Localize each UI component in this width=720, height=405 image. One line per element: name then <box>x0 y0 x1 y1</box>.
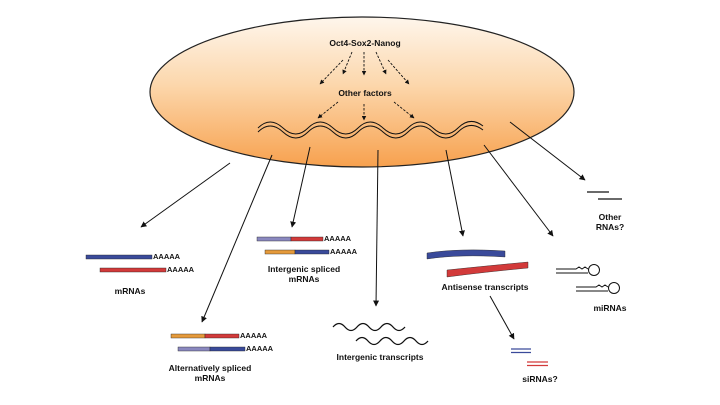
intergenic-transcripts-label: Intergenic transcripts <box>336 352 424 362</box>
intergenic-spliced-label-2: mRNAs <box>288 274 320 284</box>
mirna-hairpins <box>556 264 620 294</box>
other-factors-label: Other factors <box>338 88 392 98</box>
chromatin-dna <box>257 121 484 139</box>
alt-spliced-polya-2: AAAAA <box>246 344 274 353</box>
intergenic-spliced-polya-2: AAAAA <box>330 247 358 256</box>
sirna-duplexes <box>511 348 548 367</box>
intergenic-spliced-label-1: Intergenic spliced <box>267 264 341 274</box>
antisense-ribbons <box>426 249 529 278</box>
output-arrows <box>140 121 586 340</box>
sirnas-label: siRNAs? <box>522 374 558 384</box>
mrna-polya-2: AAAAA <box>167 265 195 274</box>
regulator-arrows <box>319 51 410 85</box>
factor-arrows <box>317 101 415 121</box>
intergenic-spliced-polya-1: AAAAA <box>324 234 352 243</box>
alt-spliced-bars <box>170 333 246 352</box>
other-rnas-label-1: Other <box>598 212 622 222</box>
nucleus-title: Oct4-Sox2-Nanog <box>329 38 401 48</box>
alt-spliced-label-2: mRNAs <box>194 373 226 383</box>
mrnas-label: mRNAs <box>114 286 146 296</box>
other-rnas-label-2: RNAs? <box>595 222 625 232</box>
intergenic-transcript-waves <box>332 322 429 346</box>
alt-spliced-label-1: Alternatively spliced <box>168 363 252 373</box>
mirnas-label: miRNAs <box>593 303 627 313</box>
mrna-polya-1: AAAAA <box>153 252 181 261</box>
intergenic-spliced-bars <box>256 236 330 255</box>
mrna-bars <box>85 254 167 273</box>
alt-spliced-polya-1: AAAAA <box>240 331 268 340</box>
antisense-label: Antisense transcripts <box>441 282 529 292</box>
nucleus <box>149 16 575 168</box>
other-rna-lines <box>587 191 622 200</box>
